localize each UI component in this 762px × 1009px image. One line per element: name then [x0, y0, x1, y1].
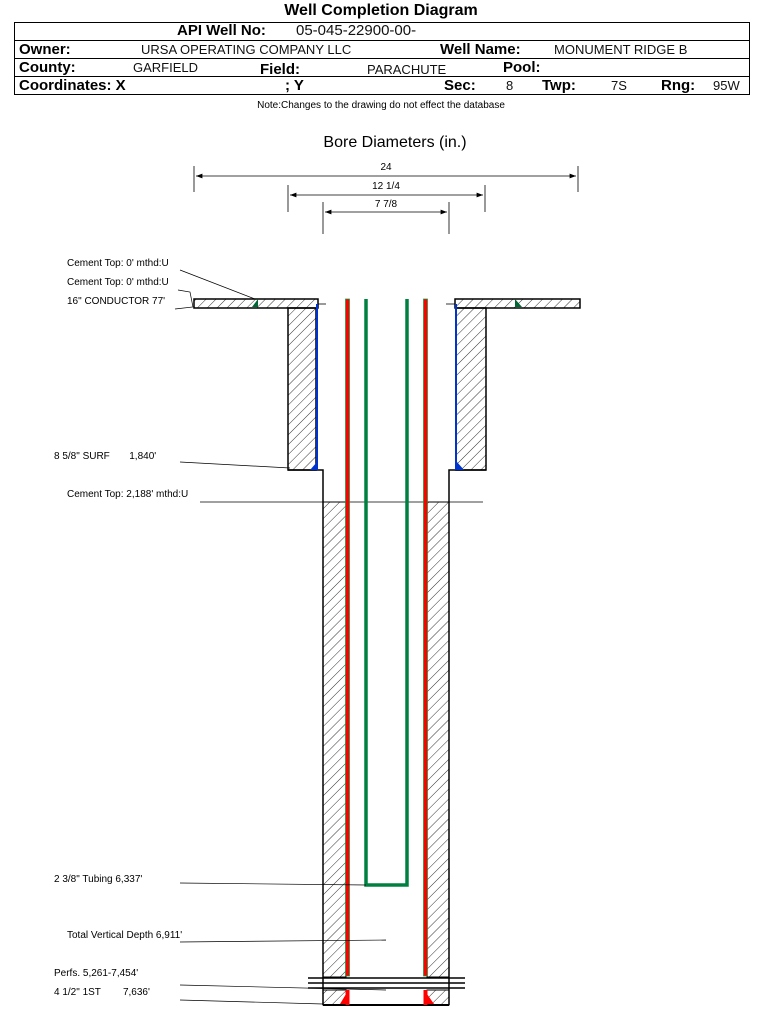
api-value: 05-045-22900-00- [296, 22, 417, 39]
rng-value: 95W [713, 78, 740, 93]
label-cement-top-1: Cement Top: 0' mthd:U [67, 258, 169, 269]
dimension-7-7-8: 7 7/8 [375, 199, 398, 210]
page-title: Well Completion Diagram [284, 2, 478, 19]
twp-label: Twp: [542, 77, 576, 94]
field-value: PARACHUTE [367, 62, 447, 77]
label-production-casing: 4 1/2" 1ST 7,636' [54, 987, 150, 998]
api-row: API Well No: 05-045-22900-00- [15, 22, 749, 40]
cement-top-marker [252, 299, 258, 307]
coord-y-label: ; Y [285, 77, 304, 94]
api-label: API Well No: [177, 22, 266, 39]
well-name-label: Well Name: [440, 41, 521, 58]
well-header-table: API Well No: 05-045-22900-00- Owner: URS… [14, 22, 750, 95]
well-name-value: MONUMENT RIDGE B [554, 42, 688, 57]
perforations [308, 977, 465, 989]
owner-label: Owner: [19, 41, 71, 58]
county-label: County: [19, 59, 76, 76]
label-perfs: Perfs. 5,261-7,454' [54, 968, 139, 979]
dimension-12-1-4: 12 1/4 [372, 181, 400, 192]
bore-diameters-title: Bore Diameters (in.) [323, 134, 467, 151]
twp-value: 7S [611, 78, 627, 93]
county-value: GARFIELD [133, 60, 199, 75]
conductor-cement [193, 298, 581, 309]
pool-label: Pool: [503, 59, 541, 76]
owner-value: URSA OPERATING COMPANY LLC [141, 42, 352, 57]
note-text: Note:Changes to the drawing do not effec… [257, 100, 505, 111]
field-label: Field: [260, 61, 300, 78]
county-row: County: GARFIELD Field: PARACHUTE Pool: [15, 58, 749, 78]
dimension-24: 24 [380, 162, 392, 173]
label-cement-top-2: Cement Top: 0' mthd:U [67, 277, 169, 288]
sec-label: Sec: [444, 77, 476, 94]
dimension-lines [193, 166, 579, 234]
coord-x-label: Coordinates: X [19, 77, 126, 94]
production-casing [340, 298, 434, 1005]
label-leaders [174, 269, 387, 1005]
label-cement-top-3: Cement Top: 2,188' mthd:U [67, 489, 189, 500]
label-surface-casing: 8 5/8" SURF 1,840' [54, 451, 157, 462]
cement-top-marker [515, 299, 522, 307]
sec-value: 8 [506, 78, 514, 93]
production-cement [322, 501, 450, 1006]
coordinates-row: Coordinates: X ; Y Sec: 8 Twp: 7S Rng: 9… [15, 76, 749, 95]
owner-row: Owner: URSA OPERATING COMPANY LLC Well N… [15, 40, 749, 59]
label-tubing: 2 3/8" Tubing 6,337' [54, 874, 143, 885]
surface-cement [287, 307, 487, 1005]
rng-label: Rng: [661, 77, 696, 94]
label-conductor: 16" CONDUCTOR 77' [67, 296, 166, 307]
label-total-vertical-depth: Total Vertical Depth 6,911' [67, 930, 183, 941]
tubing [364, 299, 409, 887]
